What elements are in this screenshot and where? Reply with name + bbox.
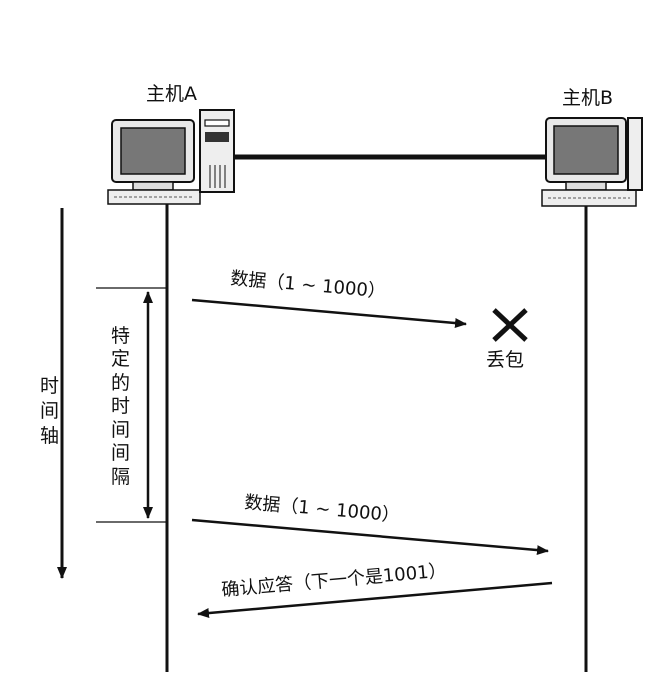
host-b-computer-icon xyxy=(542,118,642,206)
data-arrow-1 xyxy=(192,300,466,324)
interval-label: 特 定 的 时 间 间 隔 xyxy=(111,325,130,488)
time-axis-char: 时 xyxy=(40,375,59,397)
interval-char: 时 xyxy=(111,395,130,417)
host-b-label: 主机B xyxy=(562,87,613,109)
data-arrow-2 xyxy=(192,520,548,551)
time-axis-char: 间 xyxy=(40,400,59,422)
time-axis-label: 时 间 轴 xyxy=(40,375,59,447)
time-axis-char: 轴 xyxy=(40,425,59,447)
interval-char: 特 xyxy=(111,325,130,347)
host-a-label: 主机A xyxy=(146,83,197,105)
interval-char: 定 xyxy=(111,348,130,370)
packet-loss-icon xyxy=(494,310,526,340)
interval-char: 的 xyxy=(111,372,130,394)
host-a-computer-icon xyxy=(108,110,234,204)
packet-loss-label: 丢包 xyxy=(486,349,524,371)
data-label-2: 数据（1 ~ 1000） xyxy=(244,492,401,526)
interval-char: 间 xyxy=(111,442,130,464)
interval-char: 间 xyxy=(111,419,130,441)
interval-char: 隔 xyxy=(111,466,130,488)
data-label-1: 数据（1 ~ 1000） xyxy=(230,268,387,302)
